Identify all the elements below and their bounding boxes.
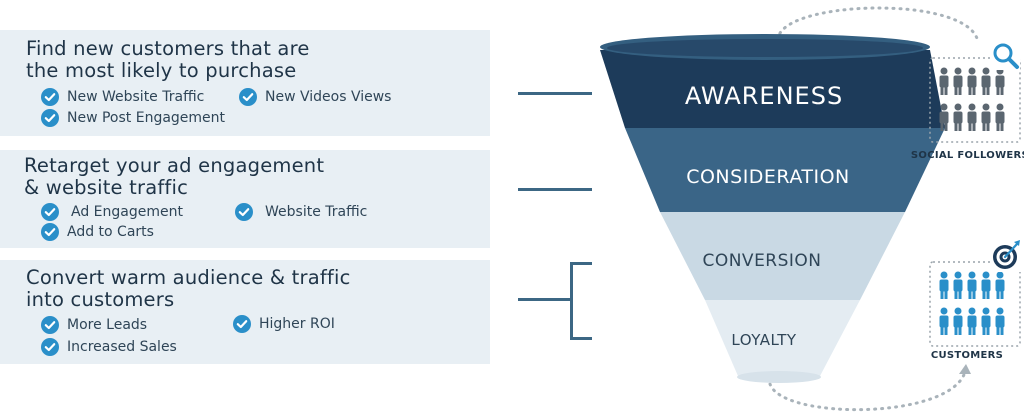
checklist-item: Website Traffic [235,203,367,221]
customers-label: CUSTOMERS [930,350,1004,361]
checklist-item: Higher ROI [233,315,335,333]
bracket-top [570,262,592,265]
social-followers-card [929,57,1021,143]
bracket-vertical [570,262,573,340]
check-circle-icon [41,223,59,241]
check-circle-icon [41,88,59,106]
panel-conversion: Convert warm audience & traffic into cus… [0,260,490,364]
checklist-item: More Leads [41,316,147,334]
connector-conversion [518,298,570,301]
funnel-stage-label-conversion: CONVERSION [702,251,822,271]
loop-arrow-top [776,6,980,44]
checklist-label: Increased Sales [67,339,177,355]
panel-title-line: Retarget your ad engagement [24,154,325,177]
panel-title: Convert warm audience & traffic into cus… [26,267,351,311]
funnel-stage-conversion [660,212,905,300]
funnel-stage-consideration [625,128,945,212]
funnel-stage-loyalty [705,300,860,381]
loop-arrow-bottom [768,370,967,412]
bracket-bottom [570,337,592,340]
checklist-label: More Leads [67,317,148,333]
funnel-stage-label-consideration: CONSIDERATION [686,166,850,188]
funnel-stage-label-awareness: AWARENESS [684,82,844,110]
checklist-item: New Website Traffic [41,88,204,106]
check-circle-icon [235,203,253,221]
check-circle-icon [41,316,59,334]
checklist-label: Add to Carts [67,224,154,240]
checklist-item: Increased Sales [41,338,177,356]
panel-consideration: Retarget your ad engagement & website tr… [0,150,490,248]
check-circle-icon [41,109,59,127]
connector-consideration [518,188,592,191]
panel-title-line: the most likely to purchase [26,59,297,82]
checklist-item: Ad Engagement [41,203,183,221]
arrow-head-icon [959,364,971,374]
customers-card [929,261,1021,347]
checklist-label: New Website Traffic [67,89,205,105]
panel-title-line: Find new customers that are [26,37,310,60]
people-icon [939,67,1005,131]
check-circle-icon [233,315,251,333]
people-icon [939,271,1005,335]
checklist-label: Website Traffic [265,204,368,220]
funnel-stage-label-loyalty: LOYALTY [731,331,797,349]
panel-title-line: & website traffic [24,176,189,199]
panel-title: Retarget your ad engagement & website tr… [24,155,324,199]
magnifier-icon [990,40,1020,70]
panel-title: Find new customers that are the most lik… [26,38,310,82]
target-icon [990,240,1022,272]
funnel-rim-inner [607,39,923,57]
checklist-label: New Videos Views [265,89,392,105]
panel-title-line: Convert warm audience & traffic [26,266,351,289]
check-circle-icon [41,338,59,356]
checklist-label: New Post Engagement [67,110,226,126]
checklist-item: Add to Carts [41,223,154,241]
checklist-label: Higher ROI [259,316,335,332]
funnel-stage-awareness [600,50,945,128]
checklist-item: New Videos Views [239,88,391,106]
connector-awareness [518,92,592,95]
panel-awareness: Find new customers that are the most lik… [0,30,490,136]
social-followers-label: SOCIAL FOLLOWERS [910,150,1024,161]
check-circle-icon [239,88,257,106]
panel-title-line: into customers [26,288,175,311]
check-circle-icon [41,203,59,221]
checklist-label: Ad Engagement [71,204,183,220]
checklist-item: New Post Engagement [41,109,225,127]
funnel-bottom-lip [737,371,821,383]
